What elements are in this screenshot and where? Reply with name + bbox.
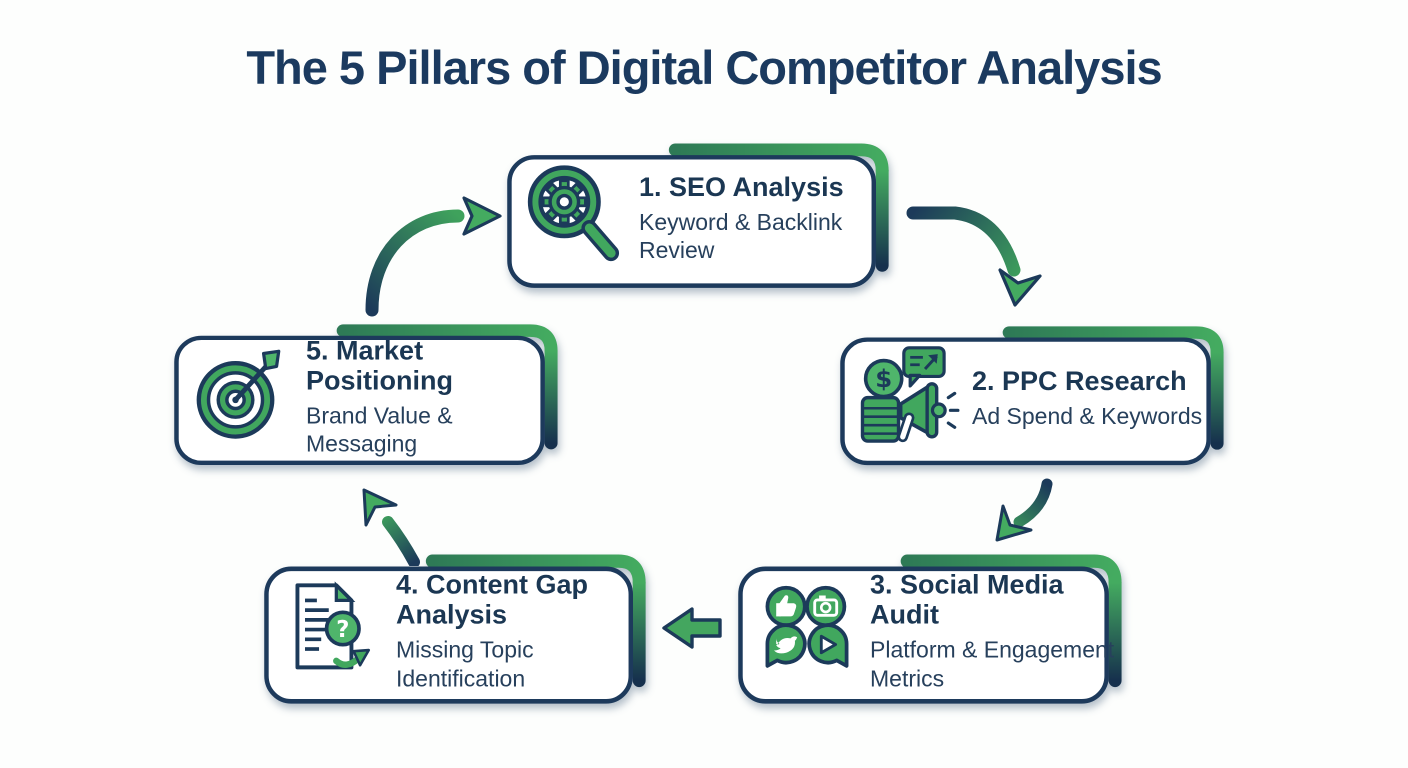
card-frame [507, 143, 889, 288]
card-heading: 1. SEO Analysis [639, 171, 844, 202]
arrow-3-to-4-icon [662, 607, 722, 649]
card-heading: 2. PPC Research [972, 365, 1187, 396]
card-subtitle: Brand Value & Messaging [306, 402, 453, 457]
magnifier-gear-icon [521, 158, 635, 277]
social-bubbles-icon [752, 574, 862, 689]
card-frame [264, 554, 646, 704]
card-ppc-research: $ 2. PPC Research Ad Spend & Keywords [838, 324, 1236, 471]
page-title: The 5 Pillars of Digital Competitor Anal… [246, 41, 1162, 94]
card-content-gap-analysis: ? 4. Content Gap Analysis Missing Topic … [262, 552, 658, 710]
megaphone-dollar-icon: $ [854, 342, 960, 453]
arrow-2-to-3-icon [995, 478, 1053, 542]
card-subtitle: Ad Spend & Keywords [972, 402, 1203, 429]
target-arrow-icon [188, 340, 296, 453]
svg-text:$: $ [875, 364, 892, 393]
card-subtitle: Keyword & Backlink Review [639, 208, 843, 263]
arrow-4-to-5-icon [362, 488, 420, 566]
card-heading: 5. Market Positioning [306, 335, 453, 396]
card-seo-analysis: 1. SEO Analysis Keyword & Backlink Revie… [505, 141, 901, 294]
card-heading: 4. Content Gap Analysis [396, 569, 589, 630]
card-heading: 3. Social Media Audit [870, 569, 1064, 630]
card-subtitle: Missing Topic Identification [396, 637, 534, 692]
card-subtitle: Platform & Engagement Metrics [870, 637, 1115, 692]
arrow-1-to-2-icon [906, 206, 1042, 307]
card-social-media-audit: 3. Social Media Audit Platform & Engagem… [736, 552, 1134, 710]
document-question-icon: ? [278, 575, 386, 688]
card-market-positioning: 5. Market Positioning Brand Value & Mess… [172, 322, 570, 471]
svg-text:?: ? [336, 617, 349, 643]
arrow-5-to-1-icon [365, 196, 502, 317]
